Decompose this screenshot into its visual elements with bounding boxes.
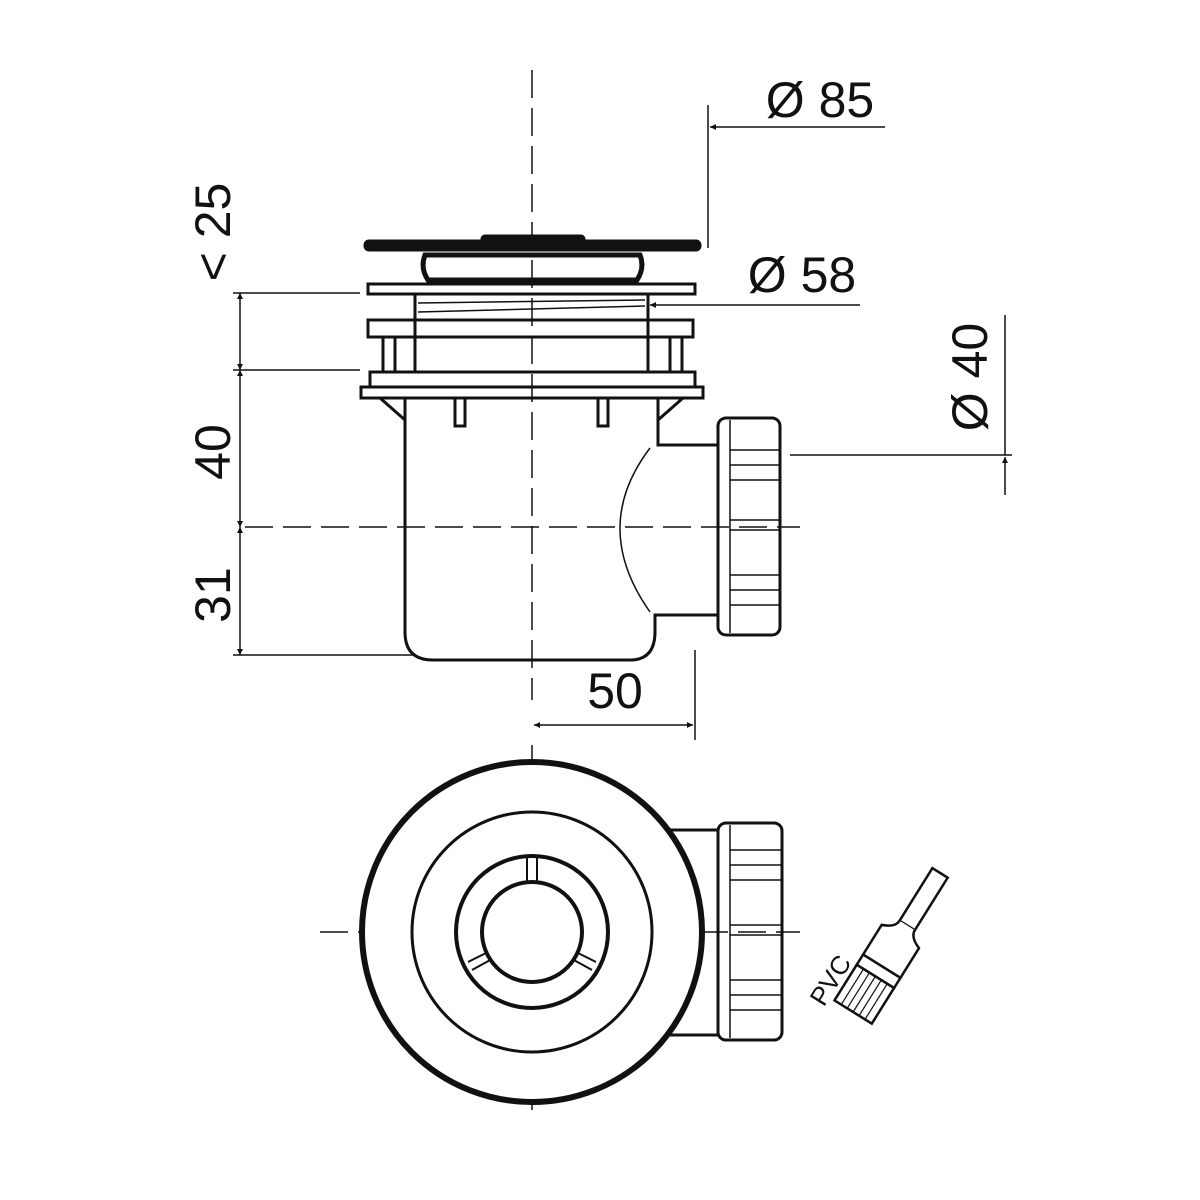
dim-height-to-outlet: 40 xyxy=(185,424,241,480)
dim-outlet-diameter: Ø 40 xyxy=(942,323,998,431)
dim-inner-diameter: Ø 58 xyxy=(748,247,856,303)
top-view xyxy=(359,759,784,1105)
glue-brush-icon xyxy=(832,866,950,1026)
dim-outer-diameter: Ø 85 xyxy=(766,72,874,128)
dim-depth-below-outlet: 31 xyxy=(185,567,241,623)
side-view xyxy=(359,234,782,662)
dim-max-thickness: < 25 xyxy=(185,183,241,282)
dim-outlet-offset: 50 xyxy=(587,663,643,719)
dimension-lines xyxy=(233,105,1012,740)
